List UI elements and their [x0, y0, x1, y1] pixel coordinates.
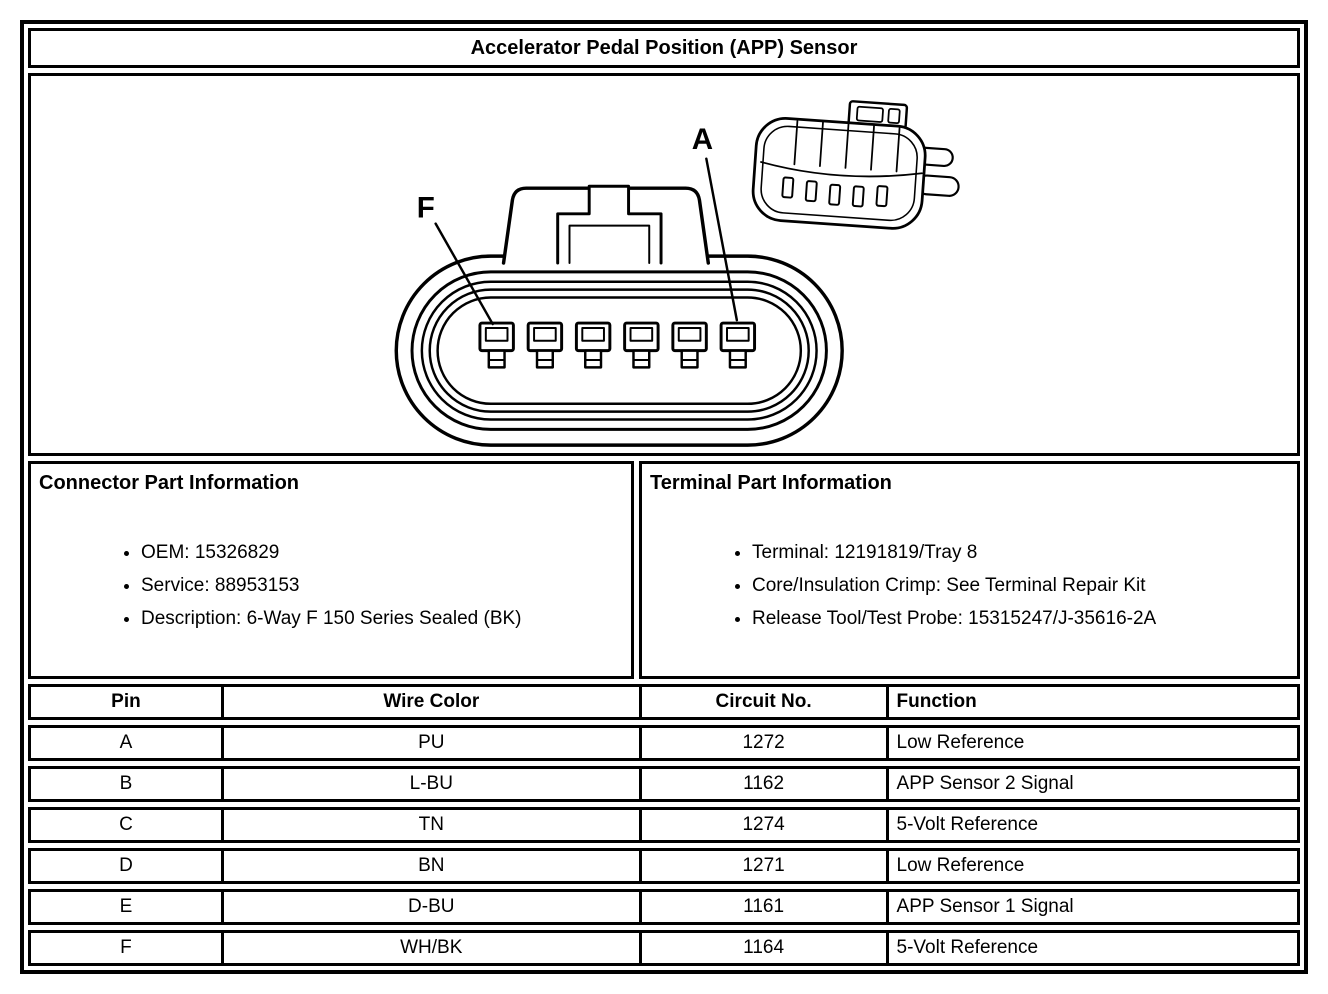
- connector-part-info-panel: Connector Part Information OEM: 15326829…: [28, 461, 634, 679]
- list-item: Service: 88953153: [141, 574, 623, 598]
- table-row: D BN 1271 Low Reference: [28, 848, 1300, 884]
- connector-diagram: F A: [394, 100, 960, 447]
- column-header-function: Function: [885, 687, 1297, 717]
- table-row: F WH/BK 1164 5-Volt Reference: [28, 930, 1300, 966]
- terminal-cavity: [719, 321, 757, 369]
- list-item: Terminal: 12191819/Tray 8: [752, 541, 1289, 565]
- cell-function: 5-Volt Reference: [885, 933, 1297, 963]
- cell-function: APP Sensor 1 Signal: [885, 892, 1297, 922]
- connector-face-view: [394, 184, 844, 447]
- cell-pin: D: [119, 855, 133, 876]
- pin-table: Pin Wire Color Circuit No. Function A PU…: [28, 684, 1300, 966]
- column-header-pin: Pin: [111, 691, 141, 712]
- terminal-cavity: [623, 321, 660, 369]
- diagram-panel: F A: [28, 73, 1300, 456]
- document-frame: Accelerator Pedal Position (APP) Sensor: [20, 20, 1308, 974]
- column-header-wire: Wire Color: [220, 687, 639, 717]
- cell-circuit: 1164: [638, 933, 886, 963]
- connector-info-list: OEM: 15326829 Service: 88953153 Descript…: [39, 541, 623, 631]
- cell-wire: WH/BK: [220, 933, 639, 963]
- list-item: OEM: 15326829: [141, 541, 623, 565]
- terminal-info-heading: Terminal Part Information: [650, 472, 892, 494]
- cell-wire: PU: [220, 728, 639, 758]
- label-a: A: [692, 123, 713, 156]
- cell-function: APP Sensor 2 Signal: [885, 769, 1297, 799]
- list-item: Description: 6-Way F 150 Series Sealed (…: [141, 607, 623, 631]
- leader-line-a: [705, 157, 739, 322]
- latch-inner-detail: [568, 224, 651, 265]
- title-bar: Accelerator Pedal Position (APP) Sensor: [28, 28, 1300, 68]
- terminal-cavity: [478, 321, 515, 369]
- cell-circuit: 1271: [638, 851, 886, 881]
- connector-3d-view: [751, 100, 960, 230]
- table-row: A PU 1272 Low Reference: [28, 725, 1300, 761]
- cell-circuit: 1162: [638, 769, 886, 799]
- cell-pin: F: [120, 937, 132, 958]
- column-header-circuit: Circuit No.: [638, 687, 886, 717]
- cell-wire: BN: [220, 851, 639, 881]
- table-row: B L-BU 1162 APP Sensor 2 Signal: [28, 766, 1300, 802]
- cell-wire: L-BU: [220, 769, 639, 799]
- cell-wire: D-BU: [220, 892, 639, 922]
- cell-pin: C: [119, 814, 133, 835]
- cell-circuit: 1161: [638, 892, 886, 922]
- terminal-part-info-panel: Terminal Part Information Terminal: 1219…: [639, 461, 1300, 679]
- cell-pin: B: [119, 773, 133, 794]
- info-row: Connector Part Information OEM: 15326829…: [28, 461, 1300, 679]
- terminal-cavity: [574, 321, 612, 369]
- table-header-row: Pin Wire Color Circuit No. Function: [28, 684, 1300, 720]
- page-title: Accelerator Pedal Position (APP) Sensor: [470, 36, 858, 59]
- cell-wire: TN: [220, 810, 639, 840]
- cell-function: Low Reference: [885, 728, 1297, 758]
- pin-labels: F A: [417, 123, 739, 326]
- cell-circuit: 1272: [638, 728, 886, 758]
- terminal-cavity: [671, 321, 708, 369]
- cell-function: 5-Volt Reference: [885, 810, 1297, 840]
- terminal-info-list: Terminal: 12191819/Tray 8 Core/Insulatio…: [650, 541, 1289, 631]
- terminal-cavity: [526, 321, 564, 369]
- cell-function: Low Reference: [885, 851, 1297, 881]
- cell-pin: A: [119, 732, 133, 753]
- list-item: Release Tool/Test Probe: 15315247/J-3561…: [752, 607, 1289, 631]
- label-f: F: [417, 192, 435, 225]
- leader-line-f: [434, 222, 494, 326]
- table-row: C TN 1274 5-Volt Reference: [28, 807, 1300, 843]
- connector-info-heading: Connector Part Information: [39, 472, 300, 494]
- list-item: Core/Insulation Crimp: See Terminal Repa…: [752, 574, 1289, 598]
- cell-pin: E: [119, 896, 133, 917]
- cell-circuit: 1274: [638, 810, 886, 840]
- table-row: E D-BU 1161 APP Sensor 1 Signal: [28, 889, 1300, 925]
